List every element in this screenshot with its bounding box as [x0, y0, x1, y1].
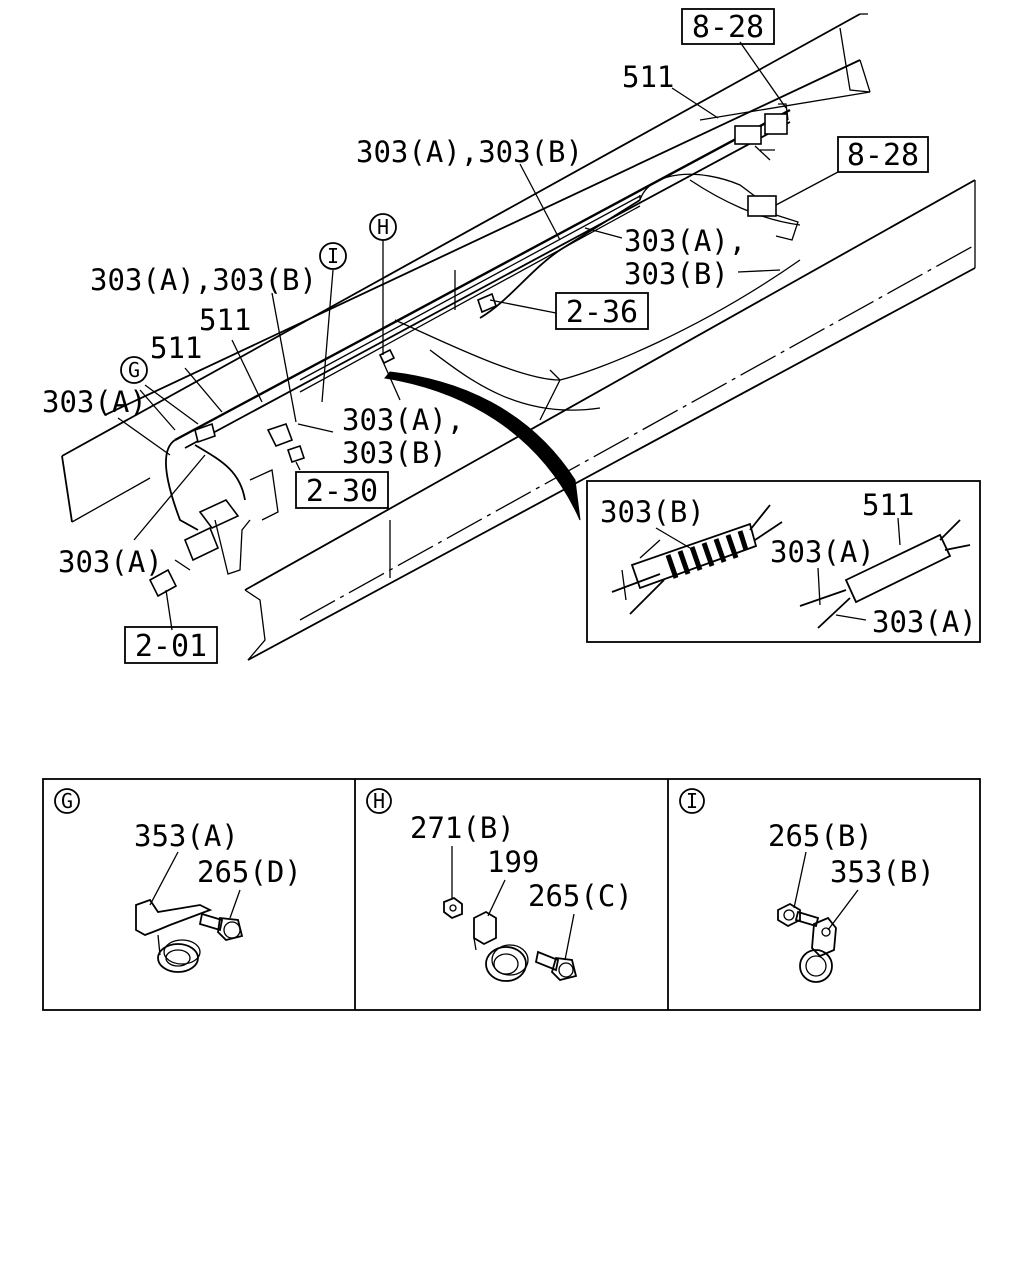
- inset-panel: 303(B) 511 303(A) 303(A): [586, 480, 981, 643]
- detail-panel-g: G 353(A) 265(D): [54, 788, 302, 973]
- marker-g-label: G: [128, 358, 140, 382]
- detail-panels: G 353(A) 265(D) H 271(B) 199 265(C): [42, 778, 981, 1011]
- ref-label: 2-36: [566, 295, 638, 330]
- sleeve-511: [799, 519, 971, 629]
- detail-panel-i: I 265(B) 353(B): [679, 788, 935, 983]
- panel-g-marker: G: [61, 789, 73, 813]
- panel-i-label-bolt: 265(B): [768, 819, 873, 853]
- label-511-top: 511: [622, 60, 674, 94]
- panel-g-label-bracket: 353(A): [134, 819, 239, 853]
- ref-box-8-28-top[interactable]: 8-28: [681, 8, 775, 45]
- inset-label-303a-upper: 303(A): [770, 535, 875, 569]
- ref-label: 2-01: [135, 629, 207, 664]
- label-303a-mid: 303(A),: [342, 403, 464, 437]
- circle-marker-g: G: [120, 356, 148, 384]
- wrapped-tube-303b: [611, 504, 783, 615]
- panel-g-label-bolt: 265(D): [197, 855, 302, 889]
- main-part-labels: 511 303(A),303(B) 303(A), 303(B) 303(A),…: [42, 60, 746, 579]
- label-511-left1: 511: [199, 303, 251, 337]
- label-303a-left: 303(A): [42, 385, 147, 419]
- label-511-left2: 511: [150, 331, 202, 365]
- inset-label-303a-lower: 303(A): [872, 605, 977, 639]
- circle-marker-h: H: [369, 213, 397, 241]
- ref-label: 8-28: [692, 10, 764, 45]
- panel-h-label-nut: 271(B): [410, 811, 515, 845]
- ref-box-2-01[interactable]: 2-01: [124, 626, 218, 664]
- panel-h-marker: H: [373, 789, 385, 813]
- detail-panel-h: H 271(B) 199 265(C): [366, 788, 633, 982]
- ref-box-8-28-right[interactable]: 8-28: [837, 136, 929, 173]
- panel-h-label-bolt: 265(C): [528, 879, 633, 913]
- ref-label: 8-28: [847, 138, 919, 173]
- inset-label-303b: 303(B): [600, 495, 705, 529]
- panel-h-label-clip: 199: [487, 845, 539, 879]
- callout-arc: [384, 371, 581, 521]
- panel-i-label-clip: 353(B): [830, 855, 935, 889]
- panel-i-marker: I: [686, 789, 698, 813]
- label-303ab-left: 303(A),303(B): [90, 263, 317, 297]
- label-303b-mid: 303(B): [342, 436, 447, 470]
- label-303ab-top: 303(A),303(B): [356, 135, 583, 169]
- ref-box-2-36[interactable]: 2-36: [555, 292, 649, 330]
- label-303b-right: 303(B): [624, 257, 729, 291]
- ref-box-2-30[interactable]: 2-30: [295, 471, 389, 509]
- leader-lines: [117, 41, 839, 631]
- frame-rails: [61, 13, 976, 661]
- label-303a-right: 303(A),: [624, 224, 746, 258]
- marker-i-label: I: [327, 244, 339, 268]
- circle-marker-i: I: [319, 242, 347, 270]
- marker-h-label: H: [377, 215, 389, 239]
- ref-label: 2-30: [306, 474, 378, 509]
- inset-label-511: 511: [862, 488, 914, 522]
- label-303a-bottom: 303(A): [58, 545, 163, 579]
